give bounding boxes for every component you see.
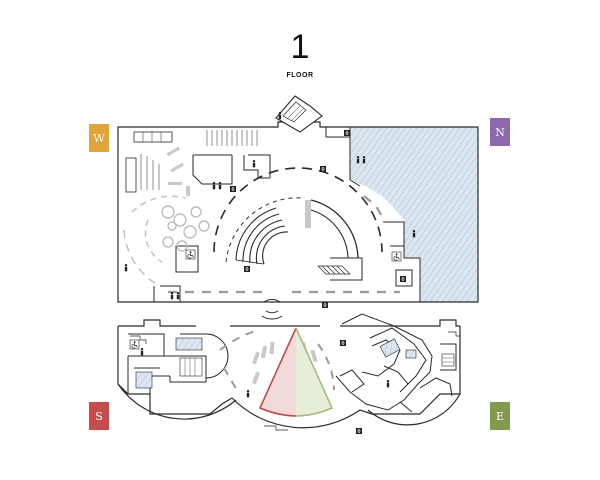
west-furniture: [125, 130, 258, 196]
west-seating-area: [123, 195, 210, 287]
south-west-rooms: [127, 333, 229, 394]
north-building: [117, 95, 479, 303]
restroom-icon: [412, 230, 416, 238]
restroom-icon: [124, 264, 128, 272]
elevator-icon: [400, 276, 406, 282]
compass-north-letter: N: [495, 125, 505, 139]
elevator-icon: [344, 130, 350, 136]
restroom-icon: [386, 380, 390, 388]
stairs-icon: [130, 331, 460, 431]
north-south-corridor: [168, 195, 400, 294]
restroom-icon: [140, 348, 144, 356]
compass-west-letter: W: [93, 131, 105, 145]
restroom-icon: [252, 160, 256, 168]
highlight-zone-green: [296, 328, 332, 416]
north-stairs: [317, 265, 351, 275]
south-east-rooms: [335, 313, 457, 413]
floor-number: 1: [290, 28, 310, 66]
elevator-icon: [244, 266, 250, 272]
north-interior-walls: [153, 127, 421, 302]
compass-east: E: [490, 402, 510, 430]
restroom-icon: [278, 112, 282, 120]
north-tower: [275, 95, 323, 133]
floor-label: FLOOR: [286, 72, 314, 79]
south-building: [117, 319, 461, 429]
accessible-restroom-icon: [391, 251, 402, 262]
central-atrium: [213, 167, 383, 265]
south-corridor: [219, 329, 335, 393]
elevator-icon: [356, 428, 362, 434]
restroom-icon: [246, 390, 250, 398]
accessible-restroom-icon: [185, 249, 196, 260]
compass-north: N: [490, 118, 510, 146]
elevator-icon: [322, 302, 328, 308]
elevator-icon: [340, 340, 346, 346]
compass-south: S: [89, 402, 109, 430]
compass-south-letter: S: [95, 409, 103, 423]
highlight-zone-red: [260, 328, 296, 416]
entrance-marks: [261, 298, 283, 320]
north-hatched-area: [350, 127, 478, 302]
elevator-icon: [320, 166, 326, 172]
elevator-icon: [230, 186, 236, 192]
compass-east-letter: E: [495, 409, 505, 423]
highlighted-zone: [258, 327, 334, 417]
restroom-icon: [212, 182, 222, 190]
compass-west: W: [89, 124, 109, 152]
accessible-restroom-icon: [129, 339, 140, 350]
